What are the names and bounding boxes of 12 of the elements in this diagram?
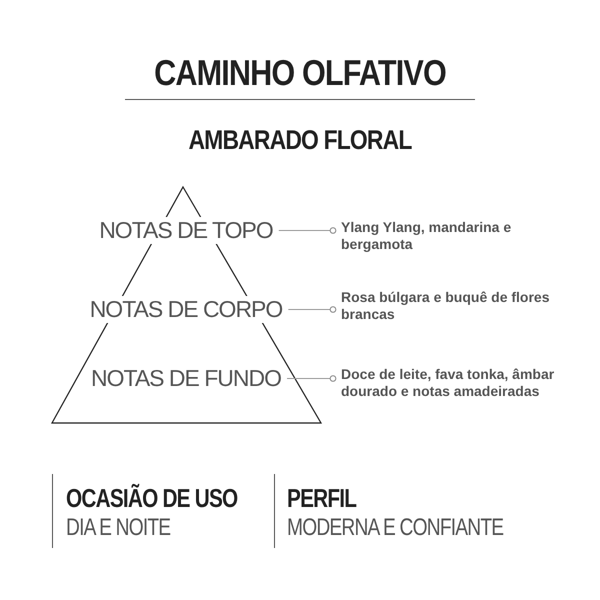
section-heading: PERFIL: [287, 483, 356, 514]
section-heading: OCASIÃO DE USO: [66, 483, 238, 514]
note-text: Ylang Ylang, mandarina e bergamota: [329, 219, 563, 253]
leader-line: [286, 375, 336, 382]
section-value: MODERNA E CONFIANTE: [287, 514, 504, 542]
subtitle: AMBARADO FLORAL: [187, 125, 413, 156]
note-text: Rosa búlgara e buquê de flores brancas: [329, 289, 563, 323]
title: CAMINHO OLFATIVO: [153, 52, 447, 94]
section-value: DIA E NOITE: [66, 514, 170, 542]
note-text: Doce de leite, fava tonka, âmbar dourado e notas amadeiradas: [329, 366, 563, 400]
leader-line: [288, 306, 336, 313]
leader-line: [278, 227, 336, 234]
